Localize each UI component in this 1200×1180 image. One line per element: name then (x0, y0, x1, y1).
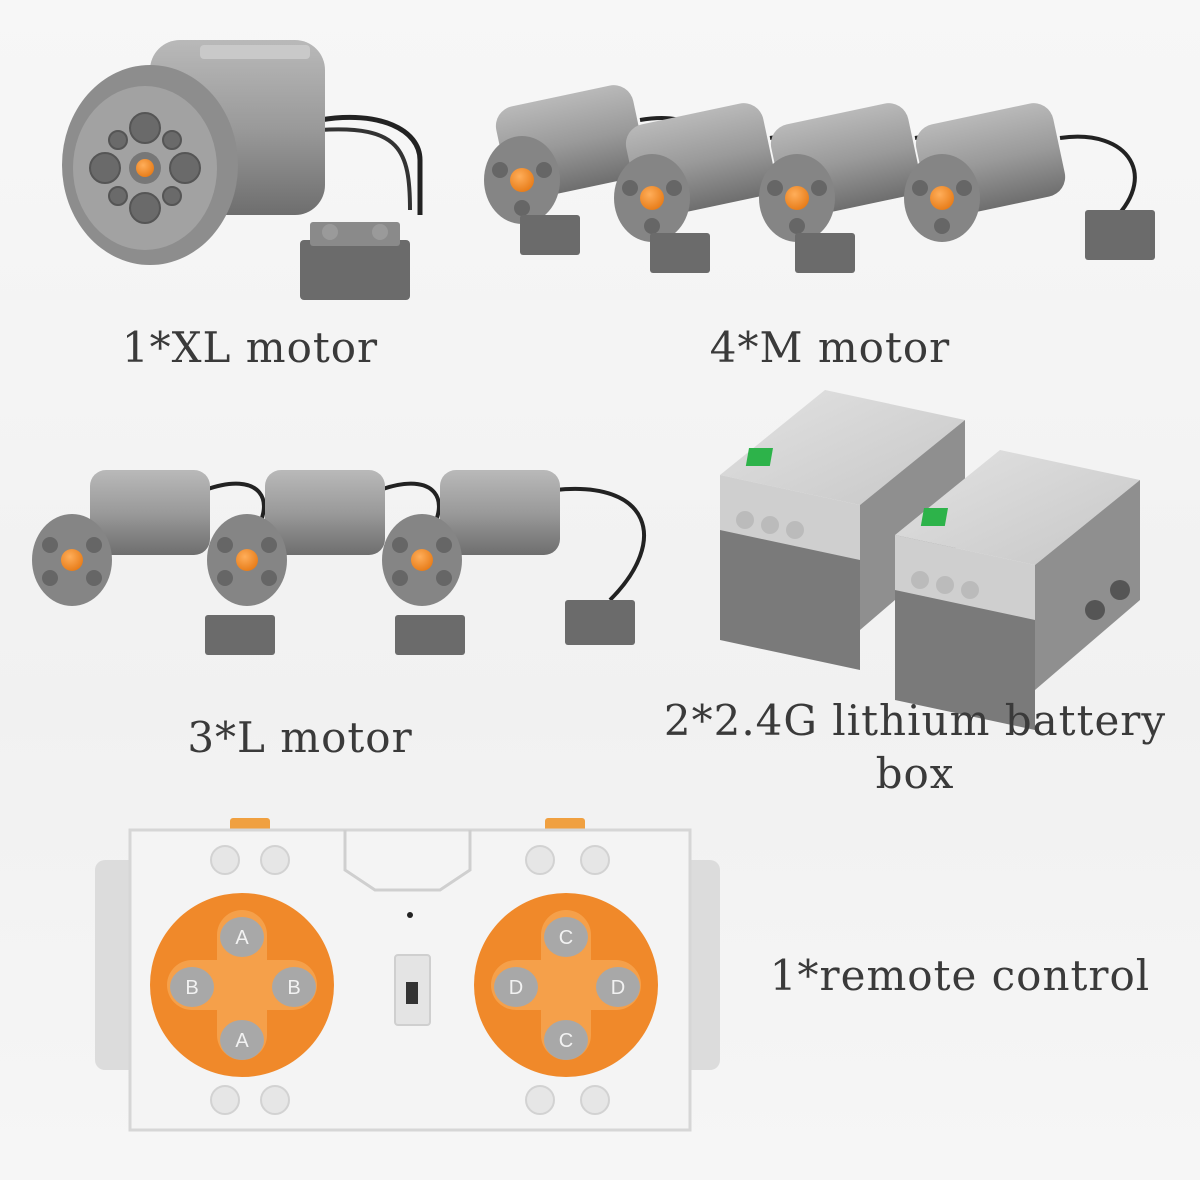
battery-boxes (720, 390, 1140, 730)
battery-box (720, 390, 965, 670)
left-pad-down-button[interactable] (220, 1020, 264, 1060)
battery-box (895, 450, 1140, 730)
m-motor-label: 4*M motor (709, 323, 951, 372)
battery-box-label-line1: 2*2.4G lithium battery (663, 696, 1167, 745)
right-pad-down-label: C (559, 1030, 573, 1052)
right-pad-up-button[interactable] (544, 917, 588, 957)
orange-axle (136, 159, 154, 177)
remote-control-label: 1*remote control (769, 951, 1151, 1000)
remote-button-letters: A A B B C C D D (185, 927, 625, 1052)
m-motor-connector (1085, 210, 1155, 260)
xl-motor-pin-holes (89, 112, 201, 224)
left-pad-down-label: A (235, 1030, 249, 1052)
m-motor (759, 103, 981, 273)
xl-motor (62, 40, 423, 300)
left-pad-right-button[interactable] (272, 967, 316, 1007)
right-pad-right-label: D (611, 977, 625, 999)
m-motor (484, 85, 706, 255)
m-motor (904, 103, 1137, 242)
right-pad-left-label: D (509, 977, 523, 999)
l-motor (32, 470, 275, 655)
left-dpad[interactable] (150, 893, 334, 1077)
right-pad-right-button[interactable] (596, 967, 640, 1007)
xl-motor-label: 1*XL motor (121, 323, 379, 372)
right-pad-up-label: C (559, 927, 573, 949)
l-motors (32, 470, 647, 655)
xl-motor-connector (300, 222, 410, 300)
left-pad-right-label: B (287, 977, 300, 999)
right-pad-down-button[interactable] (544, 1020, 588, 1060)
left-pad-up-button[interactable] (220, 917, 264, 957)
left-pad-up-label: A (235, 927, 249, 949)
right-pad-left-button[interactable] (494, 967, 538, 1007)
right-dpad[interactable] (474, 893, 658, 1077)
m-motors (484, 85, 1155, 273)
battery-box-label: 2*2.4G lithium battery box (650, 695, 1180, 800)
l-motor (207, 470, 465, 655)
left-pad-left-button[interactable] (170, 967, 214, 1007)
m-motor (614, 103, 836, 273)
l-motor (382, 470, 647, 645)
l-motor-label: 3*L motor (187, 713, 413, 762)
left-pad-left-label: B (185, 977, 198, 999)
battery-box-label-line2: box (875, 748, 955, 798)
